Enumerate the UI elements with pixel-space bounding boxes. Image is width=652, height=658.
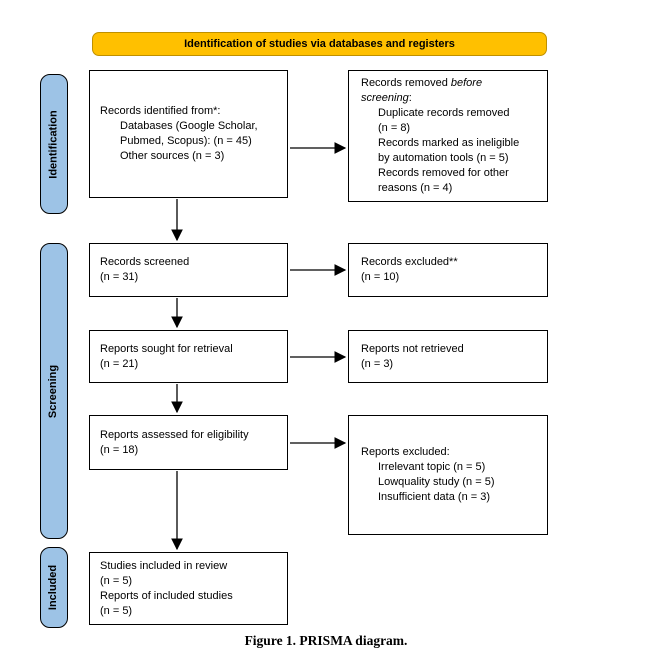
records-identified-item: Other sources (n = 3) (120, 150, 225, 162)
records-identified-item: Pubmed, Scopus): (n = 45) (120, 135, 252, 147)
records-removed-title-suffix: : (408, 92, 412, 104)
box-reports-sought: Reports sought for retrieval (n = 21) (89, 330, 288, 383)
banner-identification-of-studies: Identification of studies via databases … (92, 32, 547, 56)
records-excluded-label: Records excluded** (361, 256, 458, 268)
stage-bar-screening: Screening (40, 243, 68, 539)
records-removed-title-line1: Records removed before (361, 76, 535, 91)
records-excluded-count: (n = 10) (361, 271, 400, 283)
box-records-excluded: Records excluded** (n = 10) (348, 243, 548, 297)
records-screened-count: (n = 31) (100, 271, 139, 283)
reports-excluded-title: Reports excluded: (361, 446, 450, 458)
box-records-identified: Records identified from*: Databases (Goo… (89, 70, 288, 198)
studies-included-line: (n = 5) (100, 604, 133, 617)
records-removed-title-italic2: screening (361, 92, 409, 104)
reports-excluded-item: Insufficient data (n = 3) (378, 491, 491, 503)
stage-bar-included: Included (40, 547, 68, 628)
records-removed-title-prefix: Records removed (361, 77, 451, 89)
stage-label-included: Included (47, 564, 60, 611)
records-identified-title: Records identified from*: (100, 105, 221, 117)
studies-included-line: Studies included in review (100, 559, 228, 572)
reports-excluded-item: Irrelevant topic (n = 5) (378, 461, 486, 473)
records-removed-item: (n = 8) (378, 122, 411, 134)
reports-excluded-item: Lowquality study (n = 5) (378, 476, 495, 488)
reports-assessed-count: (n = 18) (100, 443, 139, 456)
reports-not-retrieved-label: Reports not retrieved (361, 342, 464, 355)
reports-not-retrieved-count: (n = 3) (361, 357, 394, 370)
studies-included-line: Reports of included studies (100, 589, 233, 602)
reports-assessed-label: Reports assessed for eligibility (100, 428, 249, 441)
box-studies-included: Studies included in review (n = 5) Repor… (89, 552, 288, 625)
records-removed-item: Duplicate records removed (378, 107, 510, 119)
records-removed-title-line2: screening: (361, 91, 535, 106)
stage-label-identification: Identification (47, 109, 60, 179)
records-removed-item: reasons (n = 4) (378, 182, 453, 194)
reports-sought-label: Reports sought for retrieval (100, 342, 233, 355)
records-removed-item: by automation tools (n = 5) (378, 152, 509, 164)
box-records-screened: Records screened (n = 31) (89, 243, 288, 297)
studies-included-line: (n = 5) (100, 574, 133, 587)
box-reports-assessed: Reports assessed for eligibility (n = 18… (89, 415, 288, 470)
banner-label: Identification of studies via databases … (184, 37, 455, 50)
records-removed-item: Records marked as ineligible (378, 137, 520, 149)
records-identified-item: Databases (Google Scholar, (120, 120, 258, 132)
box-reports-excluded-reasons: Reports excluded: Irrelevant topic (n = … (348, 415, 548, 535)
stage-bar-identification: Identification (40, 74, 68, 214)
records-removed-title-italic1: before (450, 77, 483, 89)
box-records-removed: Records removed before screening: Duplic… (348, 70, 548, 202)
reports-sought-count: (n = 21) (100, 357, 139, 370)
box-reports-not-retrieved: Reports not retrieved (n = 3) (348, 330, 548, 383)
stage-label-screening: Screening (47, 364, 60, 418)
records-screened-label: Records screened (100, 256, 190, 268)
records-removed-item: Records removed for other (378, 167, 509, 179)
figure-caption: Figure 1. PRISMA diagram. (244, 633, 408, 648)
